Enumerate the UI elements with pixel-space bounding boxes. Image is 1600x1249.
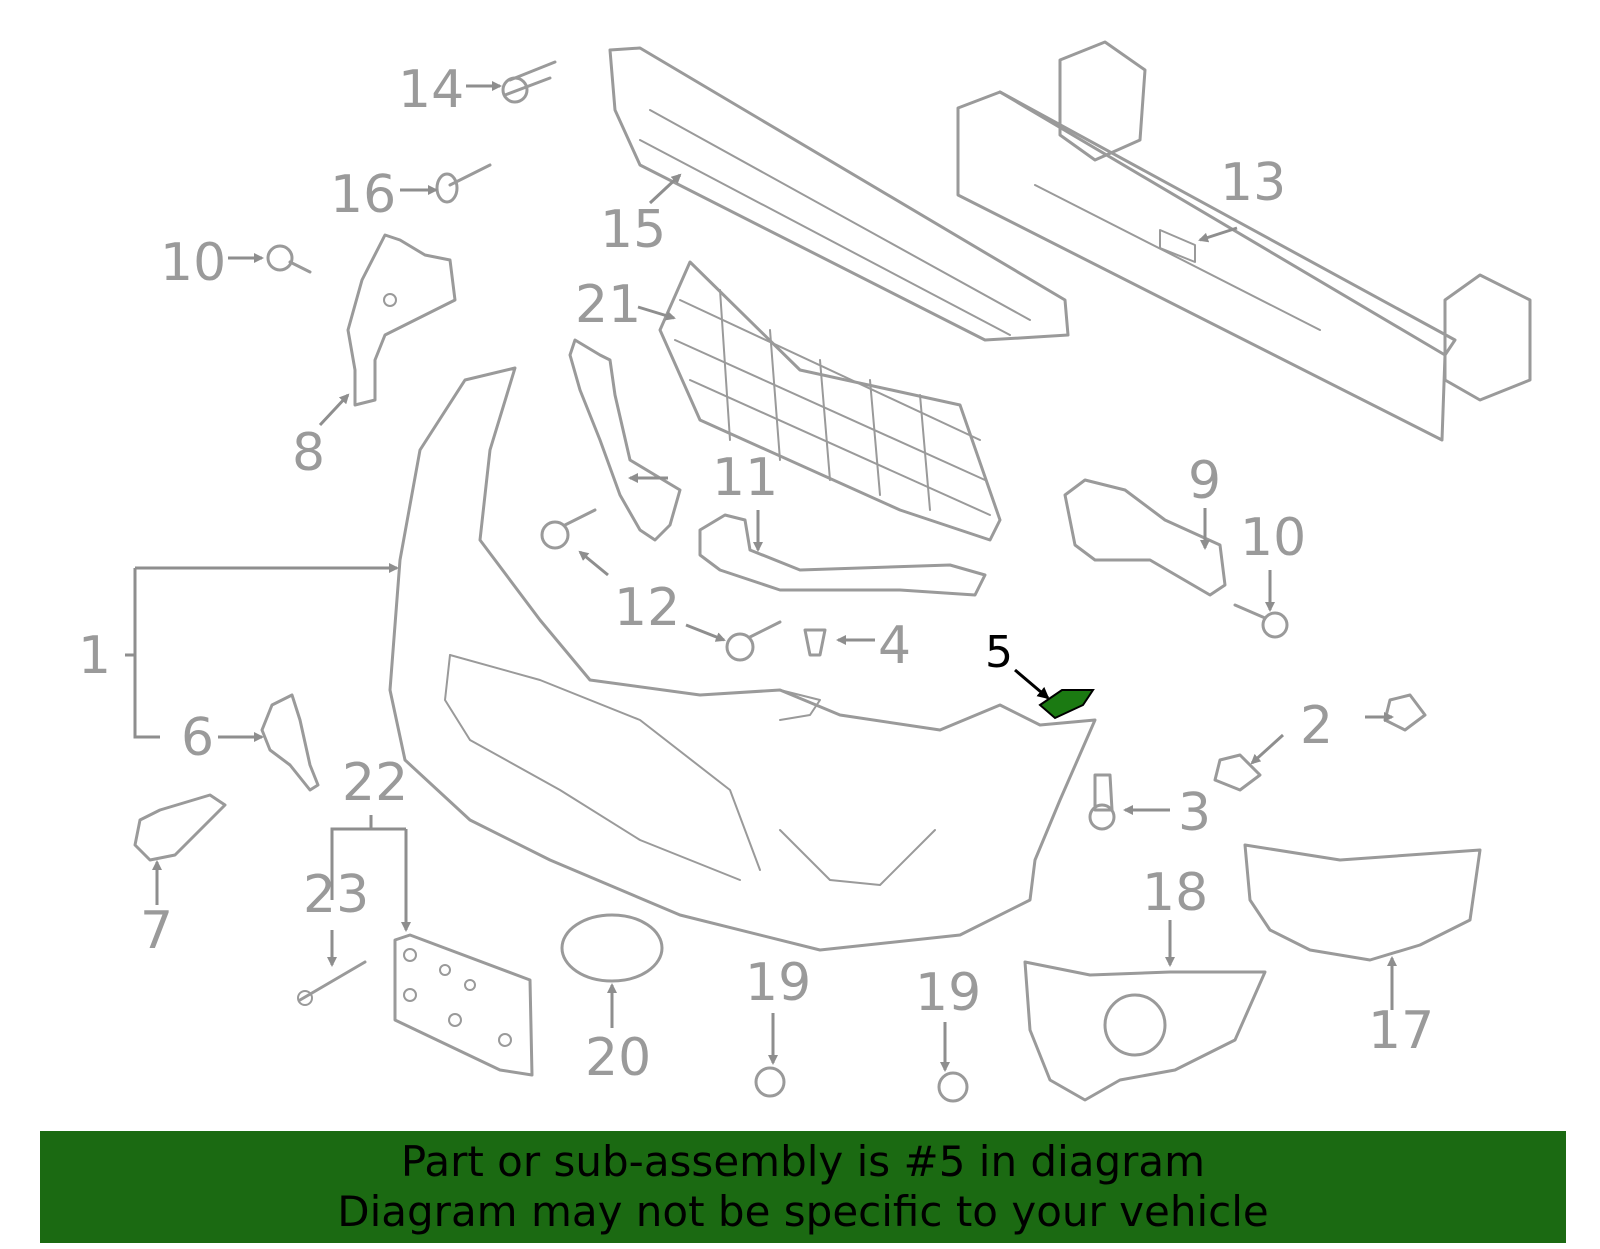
callout-19-right: 19 (915, 963, 981, 1023)
part-21-grille (658, 260, 1002, 542)
callout-3: 3 (1178, 783, 1211, 843)
callout-16: 16 (330, 165, 396, 225)
callout-12: 12 (614, 578, 680, 638)
bolt-12-upper-shank (563, 508, 597, 527)
part-left-side-bracket (568, 338, 682, 542)
callout-18: 18 (1142, 863, 1208, 923)
clip-4 (803, 628, 827, 657)
part-6-bracket (260, 693, 320, 792)
bolt-10-left-shank (288, 260, 312, 274)
callout-9: 9 (1188, 451, 1221, 511)
banner-line-1: Part or sub-assembly is #5 in diagram (400, 1137, 1206, 1186)
part-17-fog-lamp-cover (1243, 843, 1482, 962)
bolt-12-lower-shank (748, 620, 782, 639)
fasteners (266, 60, 1427, 1103)
part-18-fog-lamp-bezel (1023, 960, 1267, 1102)
part-7-sensor (133, 793, 227, 862)
callout-20: 20 (585, 1028, 651, 1088)
bolt-10-right-shank (1233, 603, 1267, 620)
callout-2: 2 (1300, 696, 1333, 756)
callout-19-left: 19 (745, 953, 811, 1013)
part-8-bracket (346, 233, 457, 407)
callout-22: 22 (342, 753, 408, 813)
bolt-10-left (266, 244, 294, 272)
part-20-cover (560, 913, 664, 983)
callout-17: 17 (1368, 1001, 1434, 1061)
part-11-bracket (698, 513, 987, 597)
callout-8: 8 (292, 423, 325, 483)
part-23-rivet (297, 960, 367, 1006)
part-1-bumper-cover (388, 366, 1097, 952)
info-banner: Part or sub-assembly is #5 in diagram Di… (40, 1131, 1566, 1243)
banner-line-2: Diagram may not be specific to your vehi… (337, 1187, 1269, 1236)
nut-2-right (1383, 693, 1427, 732)
callout-6: 6 (181, 708, 214, 768)
callout-10-left: 10 (160, 233, 226, 293)
bolt-3-head (1088, 803, 1116, 831)
callout-7: 7 (140, 901, 173, 961)
callout-labels: 14 16 10 15 21 8 13 11 9 10 12 4 5 1 6 2… (78, 60, 1434, 1088)
bolt-19-left (754, 1066, 786, 1098)
part-15-upper-absorber (608, 46, 1070, 342)
bolt-19-right (937, 1071, 969, 1103)
bolt-14-head (501, 76, 529, 104)
callout-21: 21 (575, 275, 641, 335)
callout-5-highlighted: 5 (985, 627, 1013, 678)
part-13-bumper-reinforcement (956, 40, 1532, 442)
nut-2-left (1213, 753, 1262, 792)
clip-16-head (435, 172, 459, 204)
callout-1: 1 (78, 626, 111, 686)
callout-4: 4 (878, 616, 911, 676)
bolt-12-upper (540, 520, 570, 550)
callout-13: 13 (1220, 153, 1286, 213)
leader-lines (125, 81, 1397, 1072)
callout-11: 11 (712, 448, 778, 508)
bolt-12-lower (725, 632, 755, 662)
bolt-10-right (1261, 611, 1289, 639)
callout-10-right: 10 (1240, 508, 1306, 568)
part-9-bracket (1063, 478, 1227, 597)
part-5-highlighted[interactable] (1038, 689, 1095, 720)
callout-23: 23 (303, 865, 369, 925)
callout-15: 15 (600, 200, 666, 260)
callout-14: 14 (398, 60, 464, 120)
part-22-license-plate-bracket (393, 933, 534, 1077)
